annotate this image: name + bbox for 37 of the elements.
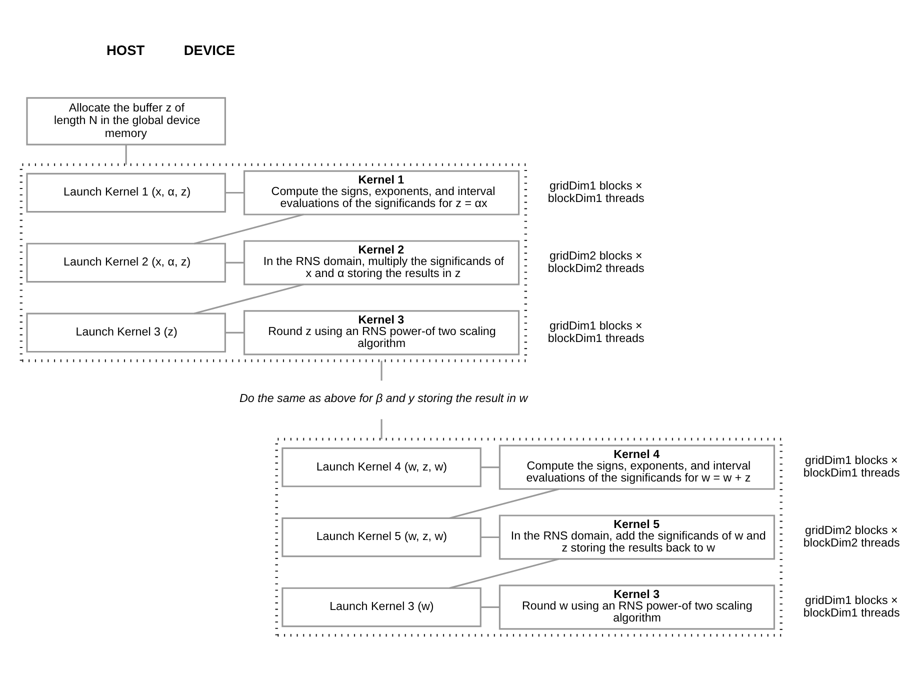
node-text: Do the same as above for β and y storing the result in w bbox=[240, 391, 528, 404]
node-box: Allocate the buffer z of length N in the global device memory bbox=[26, 96, 226, 145]
node-box: Launch Kernel 3 (z) bbox=[26, 312, 226, 352]
node-box: Kernel 4 Compute the signs, exponents, and interval evaluations of the significands for w = w + z bbox=[498, 444, 776, 490]
connector bbox=[194, 213, 304, 244]
node-box: Kernel 2 In the RNS domain, multiply the significands of x and α storing the results in z bbox=[243, 240, 520, 285]
node-label: gridDim1 blocks × blockDim1 threads bbox=[803, 453, 900, 480]
connector bbox=[125, 144, 127, 164]
node-box: Kernel 1 Compute the signs, exponents, and interval evaluations of the significands for z = αx bbox=[243, 170, 520, 215]
label: DEVICE bbox=[184, 42, 236, 58]
node-box: Launch Kernel 2 (x, α, z) bbox=[26, 242, 226, 282]
connector bbox=[225, 331, 244, 333]
node-box: Launch Kernel 5 (w, z, w) bbox=[282, 516, 482, 557]
node-box: Launch Kernel 4 (w, z, w) bbox=[282, 446, 482, 487]
node-label: gridDim2 blocks × blockDim2 threads bbox=[548, 248, 644, 275]
connector bbox=[380, 360, 382, 380]
cluster bbox=[275, 437, 782, 636]
node-label: gridDim1 blocks × blockDim1 threads bbox=[548, 178, 644, 205]
cluster bbox=[20, 162, 527, 362]
connector bbox=[449, 558, 560, 588]
connector bbox=[380, 418, 382, 439]
connector bbox=[225, 261, 244, 263]
connector bbox=[480, 466, 500, 468]
node-label: gridDim2 blocks × blockDim2 threads bbox=[803, 523, 900, 550]
node-box: Kernel 3 Round z using an RNS power-of two scaling algorithm bbox=[243, 310, 520, 355]
node-box: Launch Kernel 1 (x, α, z) bbox=[26, 172, 226, 212]
label: HOST bbox=[106, 42, 145, 58]
node-box: Launch Kernel 3 (w) bbox=[282, 586, 482, 627]
connector bbox=[449, 488, 560, 518]
node-label: gridDim1 blocks × blockDim1 threads bbox=[548, 318, 644, 344]
node-box: Kernel 3 Round w using an RNS power-of two scaling algorithm bbox=[498, 584, 776, 630]
connector bbox=[225, 191, 244, 194]
node-box: Kernel 5 In the RNS domain, add the significands of w and z storing the results back to w bbox=[498, 514, 776, 560]
connector bbox=[194, 283, 304, 314]
connector bbox=[480, 606, 500, 608]
node-label: gridDim1 blocks × blockDim1 threads bbox=[803, 593, 900, 620]
connector bbox=[480, 536, 500, 538]
